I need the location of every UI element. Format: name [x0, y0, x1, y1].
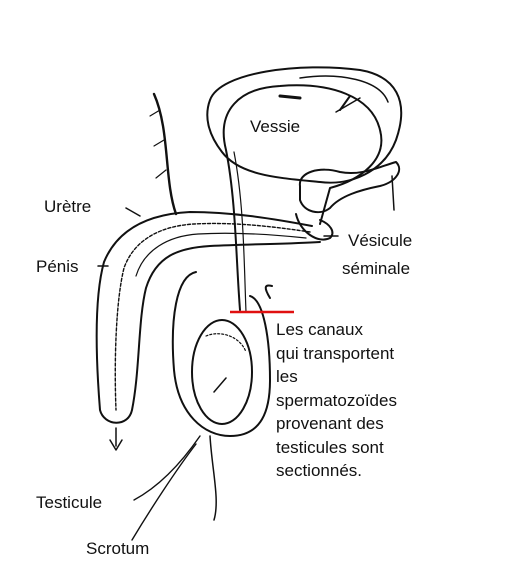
leader-vessie: [335, 97, 361, 113]
leader-scrotum: [131, 443, 197, 541]
leader-uretre: [125, 207, 141, 217]
label-testicule: Testicule: [36, 493, 103, 512]
caption-line: Les canaux: [276, 320, 363, 339]
label-vesicule-line2: séminale: [342, 259, 411, 278]
cut-caption: Les canaux qui transportent les spermato…: [276, 318, 466, 483]
testicle-outline: [191, 319, 253, 425]
caption-line: sectionnés.: [276, 461, 362, 480]
leader-testicule: [133, 435, 201, 501]
label-scrotum: Scrotum: [86, 539, 150, 558]
caption-line: qui transportent: [276, 343, 395, 363]
caption-line: testicules sont: [276, 437, 384, 457]
caption-line: provenant des: [276, 414, 384, 433]
label-vessie: Vessie: [250, 117, 301, 136]
vas-deferens: [222, 84, 383, 311]
seminal-vesicle: [298, 161, 401, 214]
label-penis: Pénis: [36, 257, 79, 276]
penis-outline: [95, 211, 321, 424]
label-uretre: Urètre: [44, 197, 92, 216]
caption-line: spermatozoïdes: [276, 390, 397, 410]
bladder-inner: [299, 75, 389, 103]
scrotum-outline: [171, 271, 271, 437]
caption-line: les: [276, 367, 298, 386]
bladder-outline: [206, 66, 403, 184]
label-vesicule-line1: Vésicule: [348, 231, 413, 250]
